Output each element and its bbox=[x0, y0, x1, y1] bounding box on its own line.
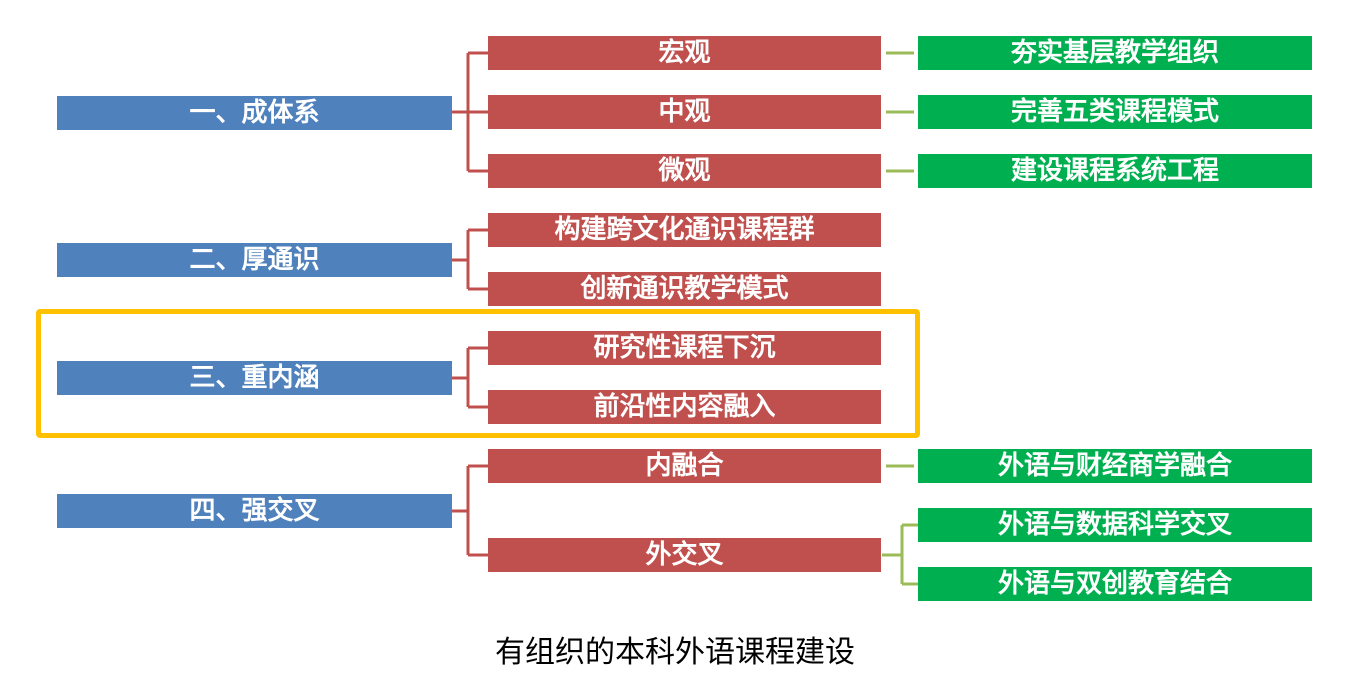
bracket-group-2 bbox=[452, 228, 488, 291]
node-innovation-mode: 创新通识教学模式 bbox=[488, 272, 881, 306]
detail-entrepreneurship: 外语与双创教育结合 bbox=[918, 567, 1312, 601]
detail-finance-fusion: 外语与财经商学融合 bbox=[918, 449, 1312, 483]
diagram-caption: 有组织的本科外语课程建设 bbox=[495, 635, 855, 670]
node-meso: 中观 bbox=[488, 95, 881, 129]
group-2-label: 二、厚通识 bbox=[57, 243, 452, 277]
bracket-group-1 bbox=[452, 51, 488, 173]
group-1-label: 一、成体系 bbox=[57, 96, 452, 130]
green-connectors bbox=[882, 51, 918, 586]
node-external-cross: 外交叉 bbox=[488, 538, 881, 572]
node-crosscultural: 构建跨文化通识课程群 bbox=[488, 213, 881, 247]
bracket-group-3 bbox=[452, 346, 488, 409]
detail-data-science: 外语与数据科学交叉 bbox=[918, 508, 1312, 542]
detail-course-system: 建设课程系统工程 bbox=[918, 154, 1312, 188]
node-micro: 微观 bbox=[488, 154, 881, 188]
node-macro: 宏观 bbox=[488, 36, 881, 70]
node-research-course: 研究性课程下沉 bbox=[488, 331, 881, 365]
group-4-label: 四、强交叉 bbox=[57, 494, 452, 528]
node-internal-fusion: 内融合 bbox=[488, 449, 881, 483]
group-3-label: 三、重内涵 bbox=[57, 361, 452, 395]
node-frontier-content: 前沿性内容融入 bbox=[488, 390, 881, 424]
bracket-group-4 bbox=[452, 464, 488, 557]
detail-base-teaching-org: 夯实基层教学组织 bbox=[918, 36, 1312, 70]
detail-five-course-modes: 完善五类课程模式 bbox=[918, 95, 1312, 129]
highlight-frame bbox=[36, 309, 920, 438]
